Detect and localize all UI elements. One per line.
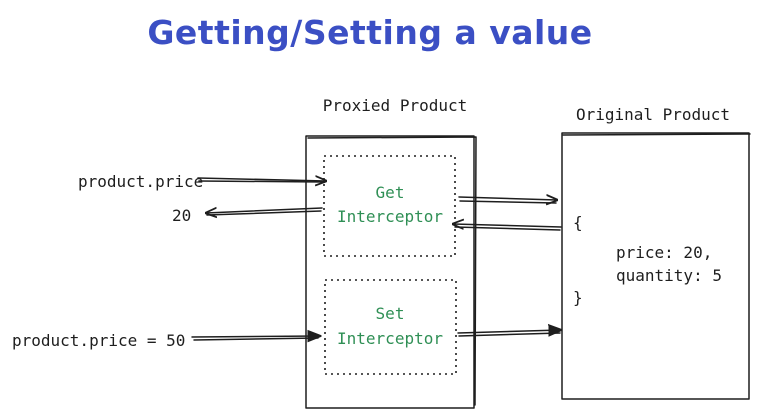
- original-product-box: [561, 132, 751, 400]
- get-result-arrow: [206, 208, 323, 215]
- get-request-arrow: [197, 178, 326, 182]
- set-forward-arrow: [457, 330, 561, 336]
- set-interceptor-box: [324, 279, 457, 375]
- object-price-line: price: 20,: [616, 243, 712, 262]
- set-expression-label: product.price = 50: [12, 331, 185, 350]
- get-expression-label: product.price: [78, 172, 203, 191]
- get-interceptor-sublabel: Interceptor: [337, 207, 443, 226]
- object-quantity-line: quantity: 5: [616, 266, 722, 285]
- proxied-product-box: [305, 135, 477, 409]
- original-product-label: Original Product: [576, 105, 730, 124]
- set-interceptor-label: Set: [376, 304, 405, 323]
- object-open-brace: {: [573, 213, 583, 232]
- get-interceptor-label: Get: [376, 183, 405, 202]
- get-interceptor-box: [323, 155, 456, 257]
- object-close-brace: }: [573, 288, 583, 307]
- get-forward-arrow: [458, 197, 557, 203]
- get-return-arrow: [453, 224, 562, 231]
- diagram-title: Getting/Setting a value: [147, 13, 592, 52]
- set-request-arrow: [191, 336, 320, 340]
- proxied-product-label: Proxied Product: [323, 96, 468, 115]
- get-result-label: 20: [172, 206, 191, 225]
- set-interceptor-sublabel: Interceptor: [337, 329, 443, 348]
